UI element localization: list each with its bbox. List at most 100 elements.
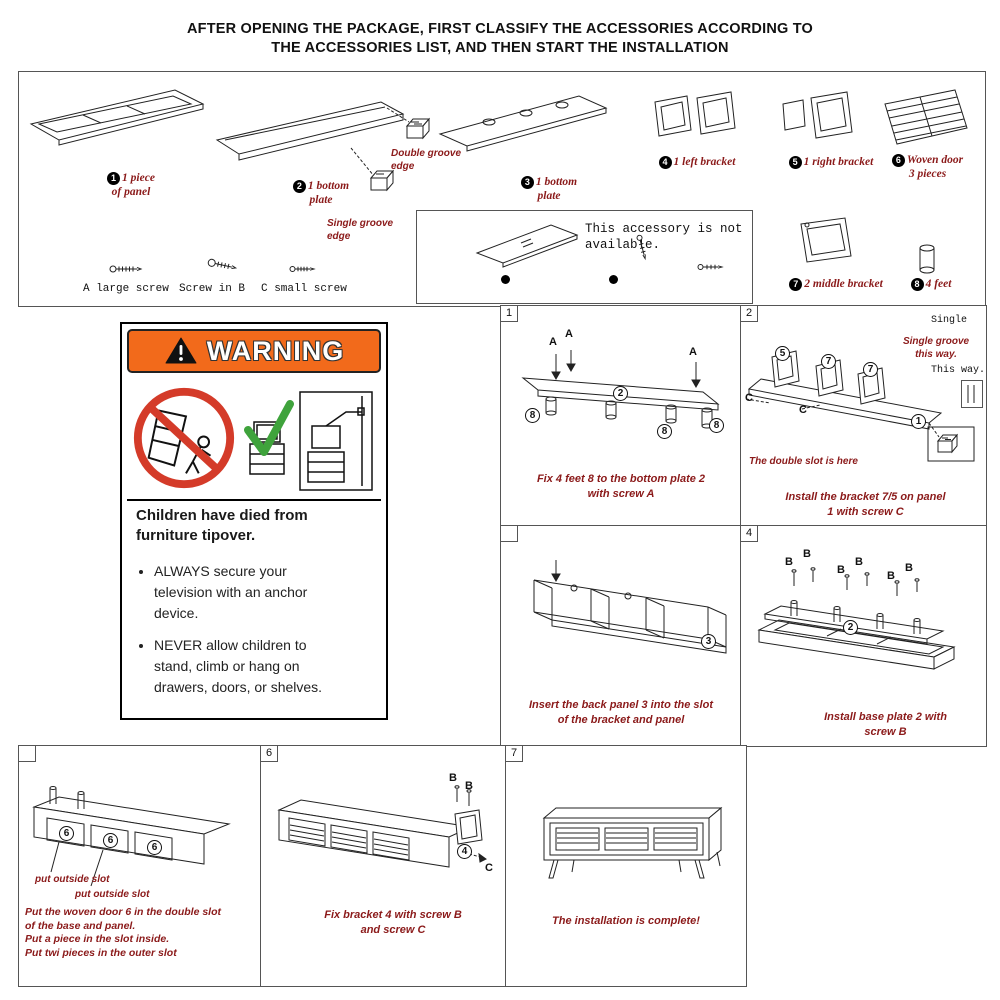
step-2-panel: 2 Single Single groove this way. This wa… <box>740 305 987 527</box>
warning-text: Children have died from furniture tipove… <box>136 506 376 709</box>
part-4-badge: 4 <box>658 156 672 169</box>
screw-c-icon <box>289 266 316 272</box>
screw-a-icon <box>109 265 143 273</box>
step-7-caption: The installation is complete! <box>552 915 700 927</box>
warning-triangle-icon <box>165 337 197 364</box>
step-6-number: 6 <box>261 746 278 762</box>
step-3-number <box>501 526 518 542</box>
screw-b-callout: B <box>449 772 457 784</box>
part-1-text: 1 piece of panel <box>111 172 155 198</box>
not-available-panel-drawing <box>475 224 579 268</box>
warning-bullet-list: ALWAYS secure your television with an an… <box>136 561 376 698</box>
step-3-caption: Insert the back panel 3 into the slot of… <box>529 699 713 726</box>
bracket-5-badge: 5 <box>775 346 790 361</box>
part-7-text: 2 middle bracket <box>804 278 883 290</box>
screw-c-callout: C <box>485 862 493 874</box>
tipover-warning-label: WARNING <box>120 322 388 720</box>
step-6-panel: 6 B B C 4 Fix bracket 4 with s <box>260 745 507 987</box>
part-8-badge: 8 <box>910 278 924 291</box>
part-5-badge: 5 <box>788 156 802 169</box>
step-5-caption: Put the woven door 6 in the double slot … <box>25 906 222 959</box>
part-6-text: Woven door 3 pieces <box>906 154 964 180</box>
step6-drawing <box>277 785 487 868</box>
screw-b-label: Screw in B <box>179 283 246 295</box>
warning-title: WARNING <box>206 335 345 366</box>
foot-8-badge: 8 <box>709 418 724 433</box>
part3-plate-drawing <box>438 95 608 152</box>
tipover-prohibited-icon <box>133 387 234 489</box>
screw-c-callout: C <box>745 392 753 404</box>
part4-left-bracket-drawing <box>654 91 736 137</box>
door-6-badge: 6 <box>59 826 74 841</box>
step-7-panel: 7 The installation is complete! <box>505 745 747 987</box>
part-7-badge: 7 <box>789 278 803 291</box>
groove-detail-box <box>961 380 983 408</box>
step-2-caption: Install the bracket 7/5 on panel 1 with … <box>785 491 946 518</box>
step3-drawing <box>533 560 727 654</box>
door-6-badge: 6 <box>103 833 118 848</box>
screw-b-callout: B <box>837 564 845 576</box>
not-available-box: This accessory is not available. <box>416 210 753 304</box>
part2-plate-drawing <box>215 101 431 192</box>
plate-2-badge: 2 <box>613 386 628 401</box>
screw-a-callout: A <box>689 346 697 358</box>
bracket-7-badge: 7 <box>821 354 836 369</box>
part-1-badge: 1 <box>107 172 121 185</box>
step-5-number <box>19 746 36 762</box>
page-title-line1: AFTER OPENING THE PACKAGE, FIRST CLASSIF… <box>186 21 813 37</box>
warning-band: WARNING <box>127 329 381 373</box>
panel-1-badge: 1 <box>911 414 926 429</box>
small-screw-icon <box>697 264 724 270</box>
part-2-text: 1 bottom plate <box>307 180 350 206</box>
screw-a-callout: A <box>565 328 573 340</box>
step-6-caption: Fix bracket 4 with screw B and screw C <box>324 909 462 936</box>
step-1-caption: Fix 4 feet 8 to the bottom plate 2 with … <box>536 473 706 500</box>
double-groove-callout: Double groove edge <box>391 148 462 172</box>
warning-bullet: ALWAYS secure your television with an an… <box>154 561 376 624</box>
single-note: Single <box>931 315 968 326</box>
step-1-panel: 1 A A A 2 8 8 8 Fix 4 feet 8 to the bott… <box>500 305 742 527</box>
bracket-7-badge: 7 <box>863 362 878 377</box>
screw-b-callout: B <box>905 562 913 574</box>
screw-b-callout: B <box>465 780 473 792</box>
step-5-panel: 6 6 6 put outside slot put outside slot … <box>18 745 262 987</box>
part-3-text: 1 bottom plate <box>535 176 578 202</box>
screw-b-callout: B <box>887 570 895 582</box>
small-screw-icon <box>636 234 646 261</box>
part1-panel-drawing <box>29 89 205 146</box>
plate-2-badge: 2 <box>843 620 858 635</box>
warning-bullet: NEVER allow children to stand, climb or … <box>154 635 376 698</box>
anchor-tv-check-icon <box>243 391 373 491</box>
warning-heading: Children have died from furniture tipove… <box>136 507 308 545</box>
this-way-note: This way. <box>931 365 986 376</box>
single-groove-note: Single groove this way. <box>902 336 970 360</box>
part-3-badge: 3 <box>520 176 534 189</box>
screw-b-callout: B <box>785 556 793 568</box>
part-2-badge: 2 <box>292 180 306 193</box>
step7-drawing <box>542 806 723 879</box>
part-5-text: 1 right bracket <box>803 156 874 168</box>
foot-8-badge: 8 <box>657 424 672 439</box>
screw-b-callout: B <box>855 556 863 568</box>
part-6-badge: 6 <box>891 154 905 167</box>
groove-lines-icon <box>967 385 975 403</box>
back-panel-3-badge: 3 <box>701 634 716 649</box>
part6-woven-door-drawing <box>884 89 968 145</box>
double-slot-note: The double slot is here <box>749 456 858 467</box>
screw-a-callout: A <box>549 336 557 348</box>
page-title: AFTER OPENING THE PACKAGE, FIRST CLASSIF… <box>0 20 1000 58</box>
warning-pictograms <box>127 377 381 501</box>
not-available-note: This accessory is not available. <box>585 222 743 253</box>
foot-8-badge: 8 <box>525 408 540 423</box>
step-7-number: 7 <box>506 746 523 762</box>
outside-slot-note: put outside slot <box>35 874 110 885</box>
step-4-number: 4 <box>741 526 758 542</box>
